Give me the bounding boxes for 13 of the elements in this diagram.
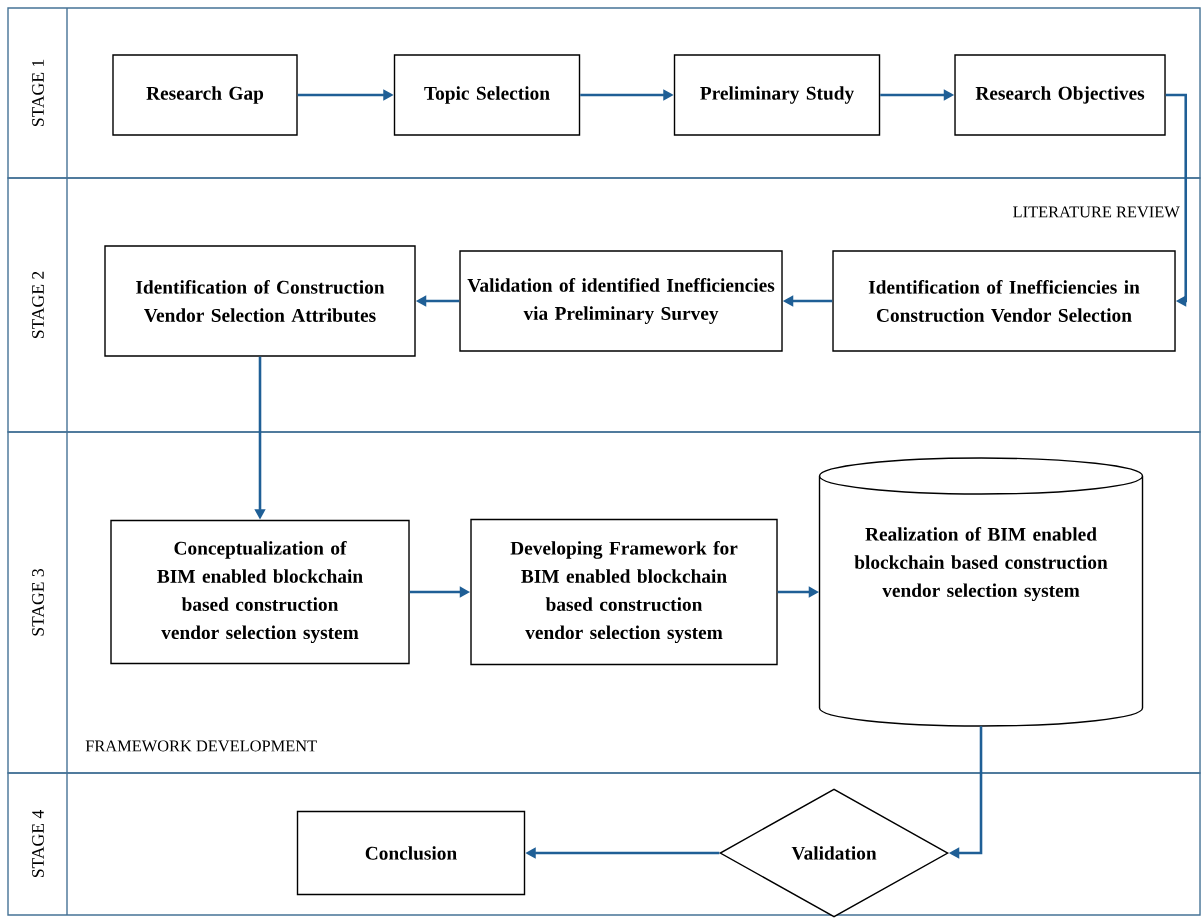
process-box: Conceptualization of BIM enabled blockchain based construction vendor selection system [110,519,410,665]
node-label: Validation [791,846,877,860]
process-box: Conclusion [296,810,526,896]
process-box: Research Objectives [954,54,1166,136]
process-box: Topic Selection [393,54,581,136]
process-box: Identification of Construction Vendor Selection Attributes [104,245,416,357]
process-box: Preliminary Study [673,54,881,136]
arrow [1165,93,1187,307]
process-box: Developing Framework for BIM enabled blockchain based construction vendor selection system [470,518,778,666]
process-box: Identification of Inefficiencies in Construction Vendor Selection [832,250,1176,352]
process-box: Research Gap [112,54,298,136]
process-box: Validation of identified Inefficiencies via Preliminary Survey [459,250,783,352]
database-cylinder: Realization of BIM enabled blockchain based construction vendor selection system [818,457,1144,727]
